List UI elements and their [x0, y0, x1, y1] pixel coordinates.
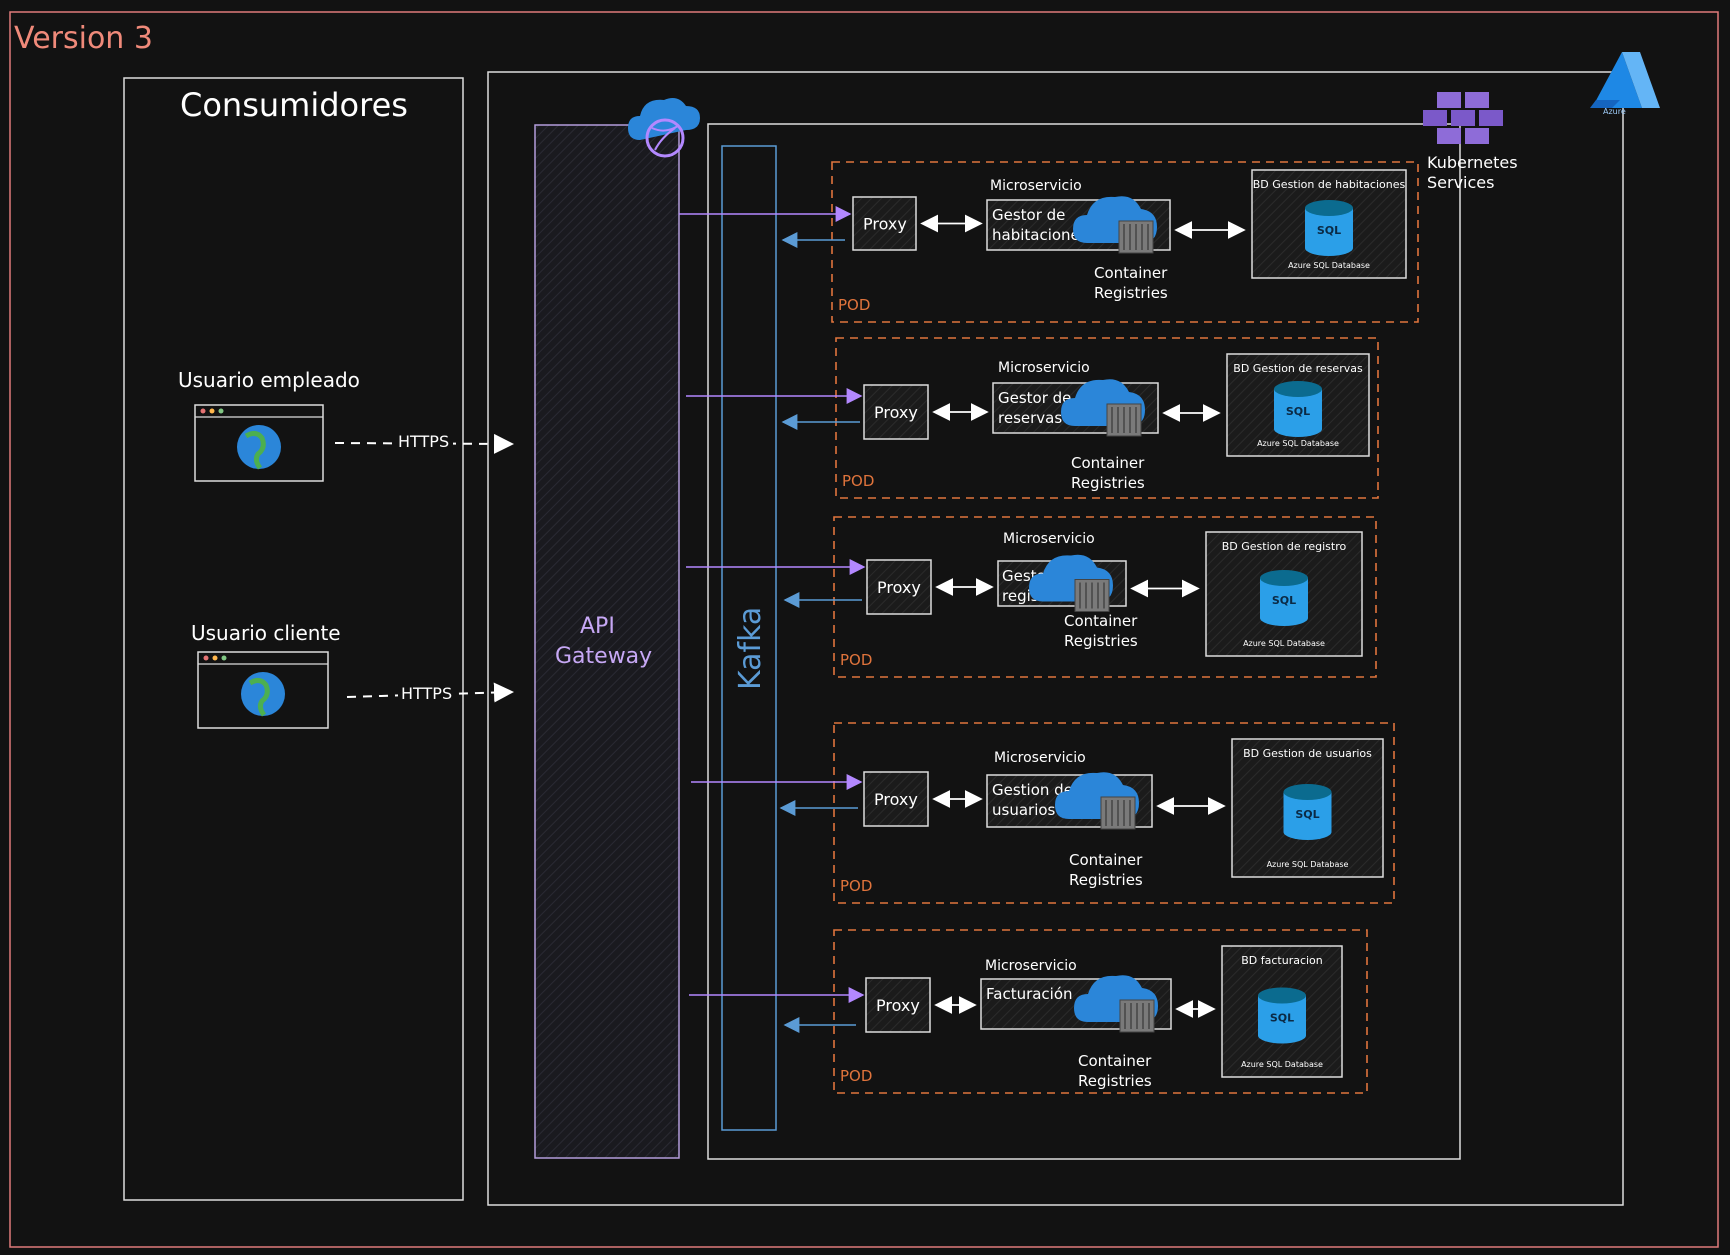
proxy-box [863, 771, 929, 827]
kubernetes-label-1: Kubernetes [1427, 153, 1518, 172]
pod-boundary [835, 337, 1379, 499]
azure-label: Azure [1603, 107, 1626, 116]
proxy-label: Proxy [863, 215, 907, 234]
microservice-label: Microservicio [994, 750, 1086, 766]
kafka-bus [721, 145, 777, 1131]
outer-frame [9, 11, 1719, 1248]
proxy-label: Proxy [874, 403, 918, 422]
api-gateway-label-2: Gateway [555, 644, 652, 669]
database-caption: Azure SQL Database [1257, 439, 1339, 448]
user-employee-label: Usuario empleado [178, 368, 360, 392]
pod-label: POD [840, 651, 872, 669]
api-management-icon [628, 98, 700, 158]
pod-label: POD [838, 296, 870, 314]
sql-database-icon [1258, 987, 1306, 1044]
microservice-label: Microservicio [985, 958, 1077, 974]
container-registry-label-2: Registries [1069, 871, 1143, 889]
proxy-box [866, 559, 932, 615]
proxy-box [865, 977, 931, 1033]
pod-label: POD [840, 1067, 872, 1085]
api-gateway [534, 124, 680, 1159]
proxy-box [863, 384, 929, 440]
database-caption: Azure SQL Database [1288, 261, 1370, 270]
pod-boundary [831, 161, 1419, 323]
proxy-label: Proxy [877, 578, 921, 597]
diagram-title: Version 3 [14, 21, 153, 56]
container-registry-label-1: Container [1071, 454, 1145, 472]
database-title: BD Gestion de reservas [1233, 362, 1363, 375]
container-registry-icon [1074, 975, 1158, 1033]
container-registry-label-1: Container [1078, 1052, 1152, 1070]
database-caption: Azure SQL Database [1241, 1060, 1323, 1069]
container-registry-label-1: Container [1094, 264, 1168, 282]
database-title: BD Gestion de usuarios [1243, 747, 1372, 760]
sql-label: SQL [1272, 594, 1296, 607]
container-registry-icon [1029, 554, 1113, 612]
microservice-name-1: Gestion de [992, 781, 1073, 799]
azure-icon [1590, 52, 1660, 108]
microservice-label: Microservicio [990, 178, 1082, 194]
database-title: BD Gestion de habitaciones [1253, 178, 1406, 191]
sql-database-icon [1305, 200, 1353, 256]
sql-label: SQL [1286, 405, 1310, 418]
sql-database-icon [1283, 784, 1332, 840]
container-registry-label-2: Registries [1094, 284, 1168, 302]
browser-icon [194, 404, 324, 482]
sql-label: SQL [1295, 808, 1319, 821]
consumers-box [123, 77, 464, 1201]
sql-database-icon [1260, 570, 1308, 626]
container-registry-label-1: Container [1069, 851, 1143, 869]
microservice-label: Microservicio [998, 360, 1090, 376]
kubernetes-icon [1423, 92, 1503, 144]
microservice-label: Microservicio [1003, 531, 1095, 547]
proxy-box [852, 196, 917, 251]
microservice-name-2: usuarios [992, 801, 1056, 819]
sql-database-icon [1274, 381, 1322, 437]
pod-boundary [833, 929, 1368, 1094]
database-caption: Azure SQL Database [1267, 860, 1349, 869]
database-title: BD Gestion de registro [1222, 540, 1347, 553]
kubernetes-label-2: Services [1427, 173, 1494, 192]
container-registry-icon [1073, 196, 1157, 254]
container-registry-label-2: Registries [1071, 474, 1145, 492]
microservice-name-2: reservas [998, 409, 1062, 427]
https-label-client: HTTPS [401, 684, 452, 703]
pod-boundary [833, 516, 1377, 678]
container-registry-label-2: Registries [1064, 632, 1138, 650]
microservice-name-2: habitaciones [992, 226, 1088, 244]
microservice-name-1: Gestor de [992, 206, 1065, 224]
consumers-heading: Consumidores [180, 86, 408, 124]
proxy-label: Proxy [876, 996, 920, 1015]
pod-5: POD Proxy MicroservicioFacturaciónContaine… [689, 929, 1368, 1094]
container-registry-label-2: Registries [1078, 1072, 1152, 1090]
api-gateway-label-1: API [580, 614, 615, 639]
sql-label: SQL [1317, 224, 1341, 237]
pod-label: POD [840, 877, 872, 895]
kubernetes-boundary [707, 123, 1461, 1160]
container-registry-icon [1061, 379, 1145, 437]
pod-boundary [833, 722, 1395, 904]
kafka-label: Kafka [733, 607, 768, 690]
container-registry-label-1: Container [1064, 612, 1138, 630]
proxy-label: Proxy [874, 790, 918, 809]
microservice-name-1: Gestor de [998, 389, 1071, 407]
browser-icon [197, 651, 329, 729]
sql-label: SQL [1270, 1012, 1294, 1025]
user-client-label: Usuario cliente [191, 621, 341, 645]
microservice-name-1: Facturación [986, 985, 1073, 1003]
database-caption: Azure SQL Database [1243, 639, 1325, 648]
container-registry-icon [1055, 772, 1139, 830]
pod-label: POD [842, 472, 874, 490]
database-title: BD facturacion [1241, 954, 1323, 967]
azure-boundary [487, 71, 1624, 1206]
https-label-employee: HTTPS [398, 432, 449, 451]
